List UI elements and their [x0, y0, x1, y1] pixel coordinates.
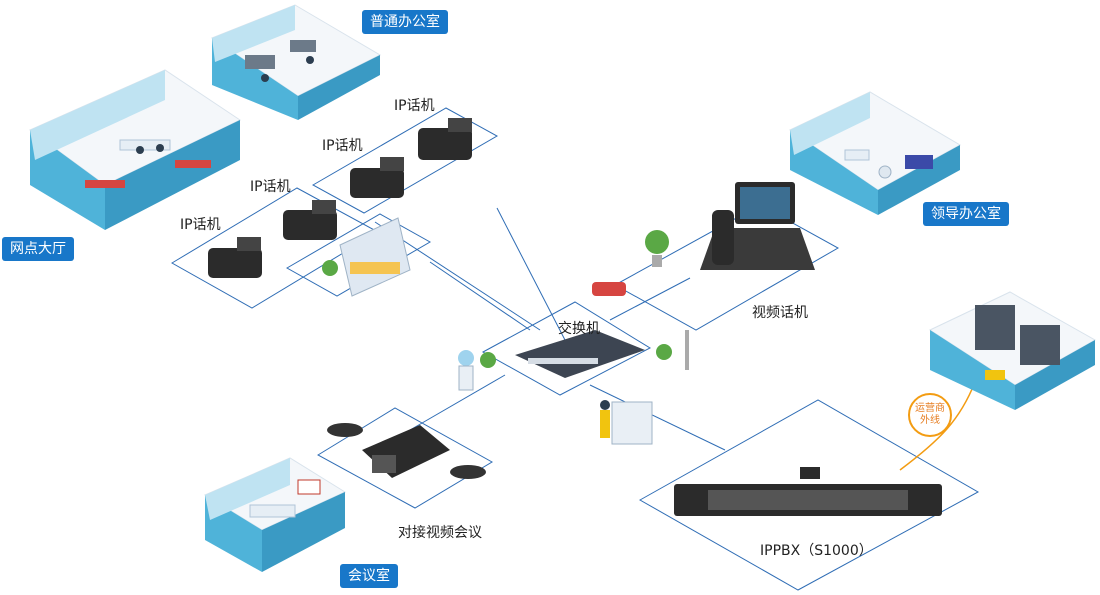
car-icon: [592, 282, 626, 296]
link-upper-phones: [496, 207, 566, 341]
video-conference-label: 对接视频会议: [398, 525, 482, 541]
ippbx-zone: [638, 399, 980, 591]
switch-zone: [481, 301, 652, 396]
video-phone-icon: [700, 182, 815, 270]
carrier-line-text-2: 外线: [920, 415, 940, 426]
cabinet-zone: [285, 213, 432, 297]
carrier-line-badge: 运营商 外线: [908, 393, 952, 437]
water-cooler-icon: [458, 350, 496, 391]
general-office-room: [210, 4, 382, 120]
printer-icon: [600, 400, 653, 445]
ip-phone-label-2: IP话机: [322, 138, 363, 154]
video-phone-zone: [613, 204, 840, 331]
carrier-line-text-1: 运营商: [915, 403, 945, 414]
ip-phone-label-4: IP话机: [180, 217, 221, 233]
meeting-room: [203, 457, 347, 572]
cabinet-icon: [322, 217, 411, 297]
link-conference: [409, 374, 506, 431]
conference-phone-icon: [327, 423, 486, 479]
video-phone-label: 视频话机: [752, 305, 808, 321]
link-lower-zone: [429, 261, 531, 331]
ip-phone-icon: [418, 118, 472, 160]
ip-phone-label-3: IP话机: [250, 179, 291, 195]
link-video-phone: [609, 277, 691, 321]
ip-phone-label-1: IP话机: [394, 98, 435, 114]
meeting-room-badge: 会议室: [340, 564, 398, 588]
general-office-badge: 普通办公室: [362, 10, 448, 34]
leader-office-room: [788, 91, 962, 215]
conference-zone: [317, 407, 494, 509]
link-ippbx: [589, 384, 726, 451]
ippbx-server-icon: [674, 467, 942, 516]
ippbx-label: IPPBX（S1000）: [760, 543, 873, 559]
switch-label: 交换机: [558, 321, 600, 337]
ip-phone-icon: [283, 200, 337, 240]
lobby-room: [29, 69, 242, 230]
ip-phone-icon: [208, 237, 262, 278]
ip-phone-icon: [350, 157, 404, 198]
server-room: [928, 291, 1097, 410]
lobby-badge: 网点大厅: [2, 237, 74, 261]
ip-phone-zone-upper: [311, 107, 499, 214]
switch-icon: [515, 330, 645, 378]
plant-icon: [645, 230, 689, 370]
leader-office-badge: 领导办公室: [923, 202, 1009, 226]
